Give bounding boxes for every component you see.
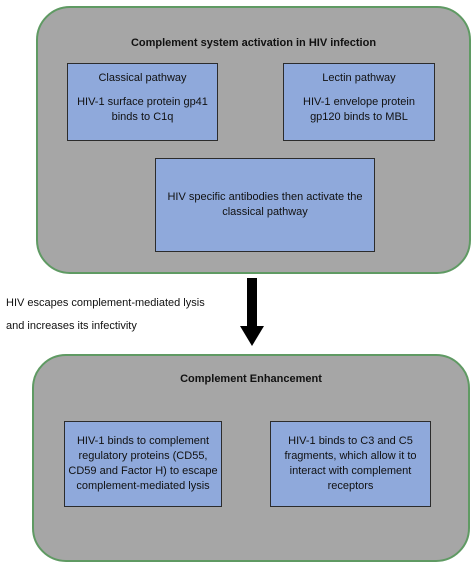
c3c5-text-line: receptors [327, 480, 374, 492]
c3c5-text-line: interact with complement [289, 465, 412, 477]
lectin-pathway-box: Lectin pathway HIV-1 envelope protein gp… [283, 63, 435, 141]
c3c5-text-line: HIV-1 binds to C3 and C5 [288, 435, 413, 447]
regulatory-text-line: CD59 and Factor H) to escape [68, 465, 218, 477]
classical-pathway-text-line: HIV-1 surface protein gp41 [77, 96, 208, 108]
lectin-pathway-text-line: gp120 binds to MBL [310, 111, 408, 123]
arrow-shaft [247, 278, 257, 328]
c3-c5-fragments-box: HIV-1 binds to C3 and C5 fragments, whic… [270, 421, 431, 507]
escape-lysis-text: HIV escapes complement-mediated lysis [6, 297, 205, 309]
complement-activation-title: Complement system activation in HIV infe… [130, 37, 377, 49]
complement-activation-panel: Complement system activation in HIV infe… [36, 6, 471, 274]
regulatory-text-line: HIV-1 binds to complement [76, 435, 210, 447]
classical-pathway-box: Classical pathway HIV-1 surface protein … [67, 63, 218, 141]
infectivity-text: and increases its infectivity [6, 320, 137, 332]
regulatory-proteins-box: HIV-1 binds to complement regulatory pro… [64, 421, 222, 507]
down-arrow-icon [240, 278, 264, 346]
regulatory-text-line: complement-mediated lysis [76, 480, 210, 492]
arrow-head [240, 326, 264, 346]
classical-pathway-text-line: binds to C1q [111, 111, 174, 123]
classical-pathway-heading: Classical pathway [98, 72, 187, 84]
lectin-pathway-text-line: HIV-1 envelope protein [303, 96, 415, 108]
antibodies-text-line: classical pathway [222, 206, 308, 218]
regulatory-text-line: regulatory proteins (CD55, [78, 450, 208, 462]
complement-enhancement-title: Complement Enhancement [180, 373, 322, 385]
lectin-pathway-heading: Lectin pathway [322, 72, 396, 84]
complement-enhancement-panel: Complement Enhancement HIV-1 binds to co… [32, 354, 470, 562]
c3c5-text-line: fragments, which allow it to [284, 450, 417, 462]
antibodies-activation-box: HIV specific antibodies then activate th… [155, 158, 375, 252]
antibodies-text-line: HIV specific antibodies then activate th… [167, 191, 363, 203]
